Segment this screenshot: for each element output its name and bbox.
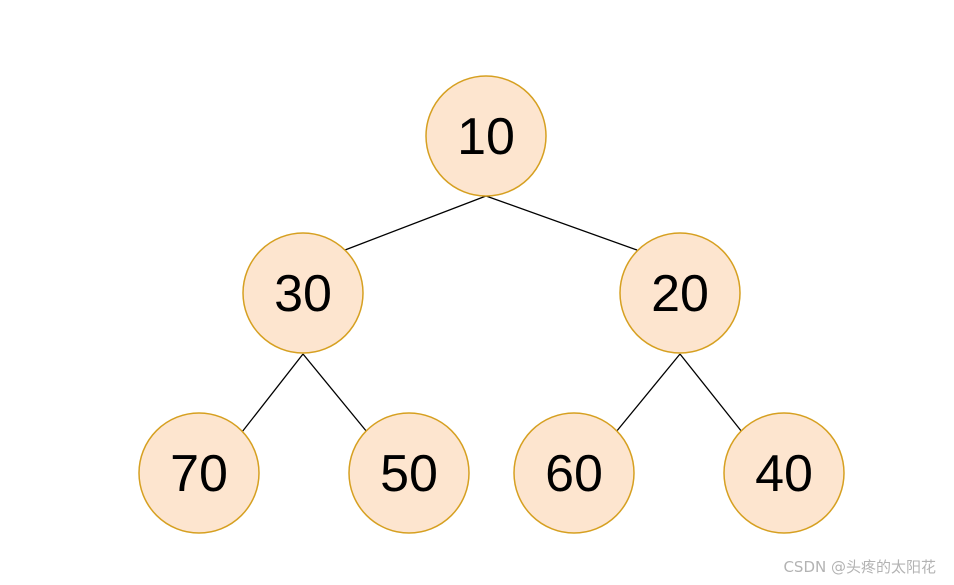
- node-value: 30: [274, 265, 332, 323]
- edge-30-70: [241, 353, 304, 433]
- tree-node-40: 40: [723, 412, 845, 534]
- tree-node-30: 30: [242, 232, 364, 354]
- node-circle: [348, 412, 470, 534]
- node-value: 10: [457, 108, 515, 166]
- node-circle: [723, 412, 845, 534]
- tree-node-60: 60: [513, 412, 635, 534]
- edge-10-20: [485, 195, 638, 251]
- node-value: 50: [380, 445, 438, 503]
- csdn-watermark: CSDN @头疼的太阳花: [783, 558, 936, 576]
- edge-20-60: [615, 353, 681, 433]
- node-circle: [513, 412, 635, 534]
- tree-node-20: 20: [619, 232, 741, 354]
- node-value: 60: [545, 445, 603, 503]
- tree-edges: [241, 195, 743, 433]
- edge-10-30: [344, 195, 487, 251]
- node-circle: [138, 412, 260, 534]
- edge-20-40: [679, 353, 743, 433]
- node-circle: [242, 232, 364, 354]
- node-circle: [619, 232, 741, 354]
- tree-node-70: 70: [138, 412, 260, 534]
- node-value: 70: [170, 445, 228, 503]
- node-value: 20: [651, 265, 709, 323]
- edge-30-50: [302, 353, 368, 433]
- tree-node-50: 50: [348, 412, 470, 534]
- tree-node-10: 10: [425, 75, 547, 197]
- node-circle: [425, 75, 547, 197]
- node-value: 40: [755, 445, 813, 503]
